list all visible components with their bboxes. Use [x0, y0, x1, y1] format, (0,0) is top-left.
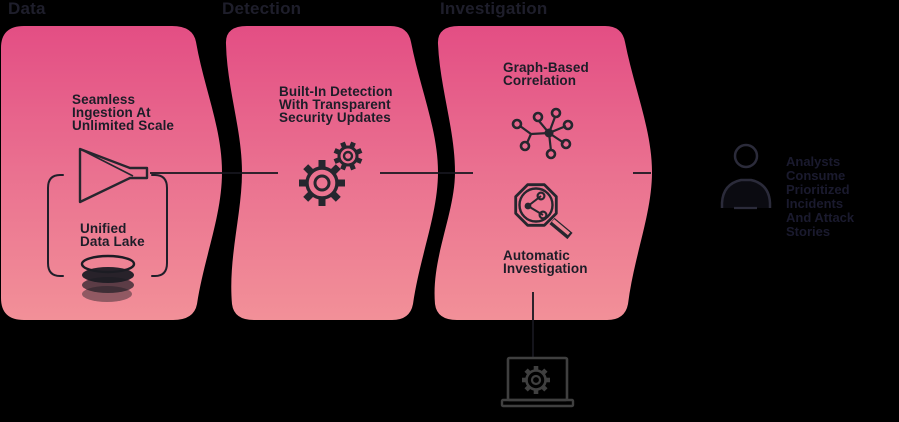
- stage-label-data: Data: [8, 0, 46, 18]
- funnel-icon: [78, 147, 149, 204]
- bracket-frame: [47, 174, 168, 277]
- stage-label-investigation: Investigation: [440, 0, 548, 18]
- analyst-outcome-caption: Analysts Consume Prioritized Incidents A…: [786, 154, 855, 239]
- stage-label-detection: Detection: [222, 0, 302, 18]
- network-graph-icon: [511, 107, 574, 160]
- unified-data-lake-caption: Unified Data Lake: [80, 221, 145, 249]
- flow-connector-line: [150, 172, 651, 358]
- detection-panel-caption: Built-In Detection With Transparent Secu…: [279, 84, 393, 125]
- panel-investigation: [434, 26, 652, 320]
- analyst-person-icon: [720, 143, 772, 210]
- laptop-gear-icon: [500, 356, 575, 408]
- database-stack-icon: [80, 254, 136, 302]
- graph-correlation-caption: Graph-Based Correlation: [503, 60, 589, 88]
- gears-icon: [299, 141, 363, 206]
- automatic-investigation-caption: Automatic Investigation: [503, 248, 588, 276]
- magnifier-share-icon: [514, 183, 573, 240]
- data-panel-caption: Seamless Ingestion At Unlimited Scale: [72, 92, 175, 133]
